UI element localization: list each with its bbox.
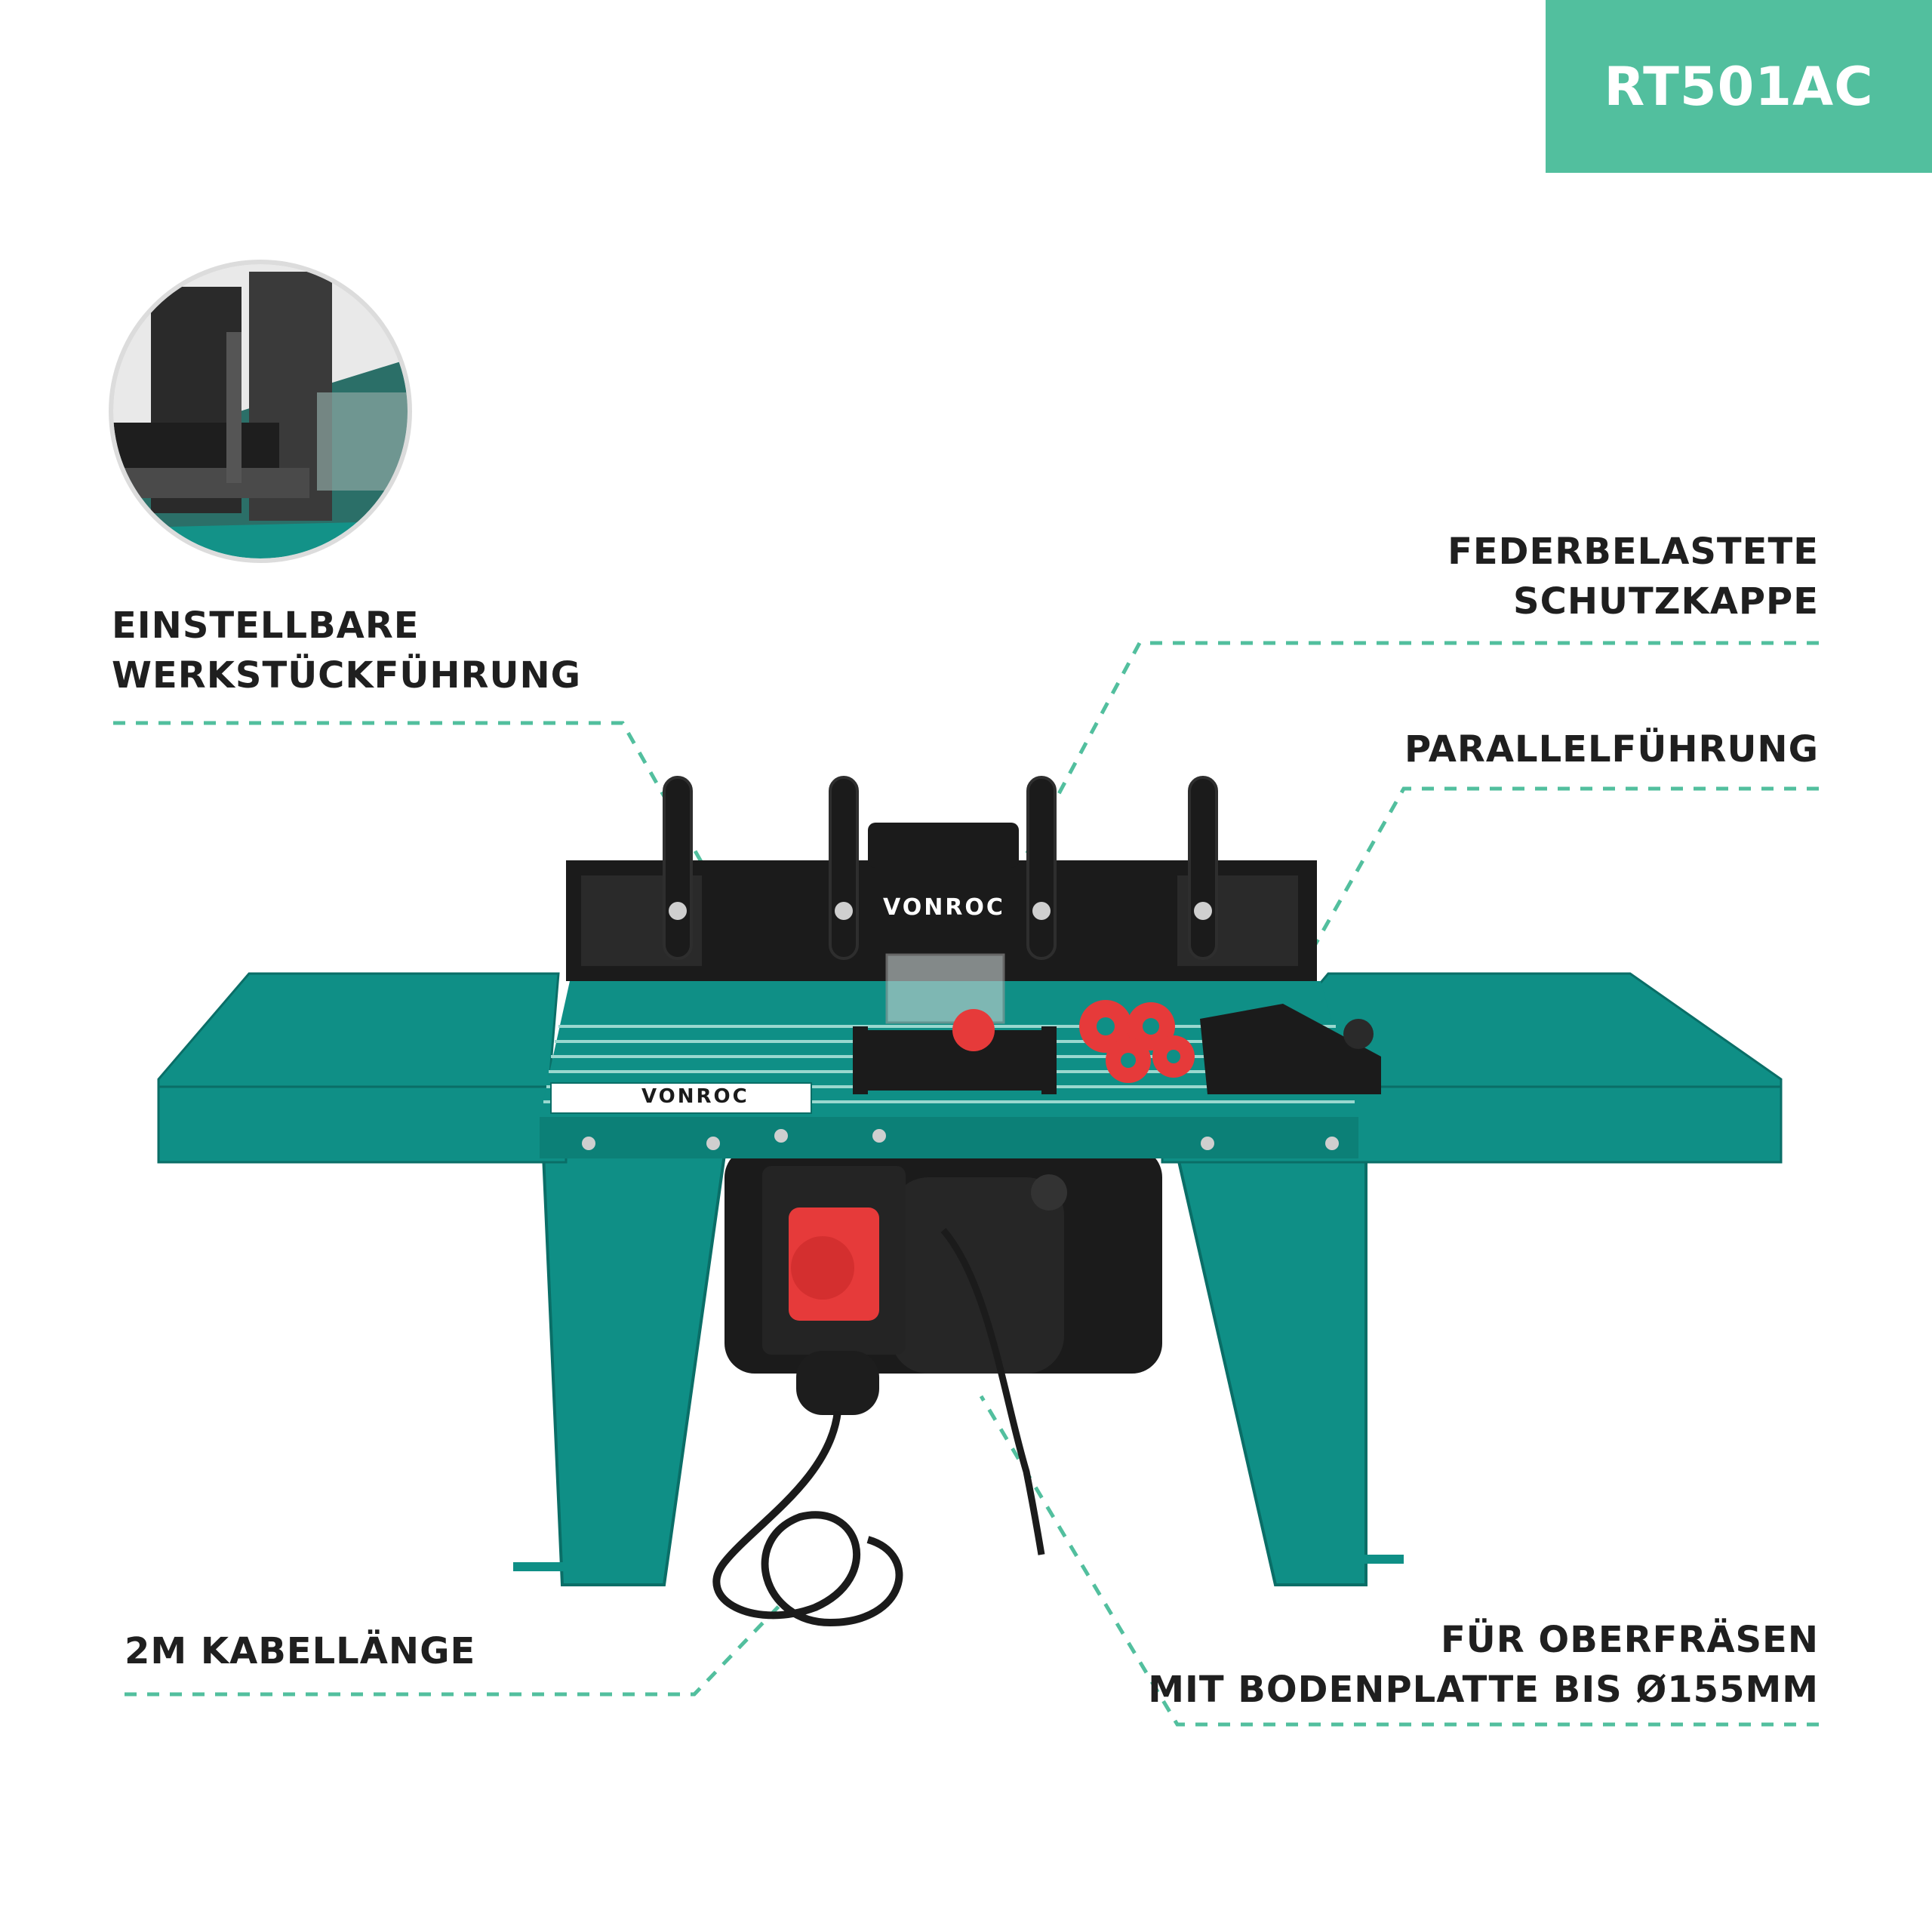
callout-guard-line2: SCHUTZKAPPE [1513, 580, 1819, 623]
callout-router: FÜR OBERFRÄSEN MIT BODENPLATTE BIS Ø155M… [1148, 1615, 1819, 1715]
callout-work-guide: EINSTELLBARE WERKSTÜCKFÜHRUNG [112, 601, 581, 700]
leader-router [979, 1395, 1819, 1727]
callout-work-guide-line2: WERKSTÜCKFÜHRUNG [112, 654, 582, 697]
arrow-plate [550, 1082, 812, 1114]
callout-router-line1: FÜR OBERFRÄSEN [1440, 1619, 1819, 1661]
power-cable [712, 1411, 903, 1627]
zoom-detail-circle [109, 260, 412, 563]
leader-work-guide [113, 721, 780, 998]
callout-fence: PARALLELFÜHRUNG [1404, 724, 1819, 774]
model-badge: RT501AC [1546, 0, 1932, 173]
callout-cable-line1: 2M KABELLÄNGE [125, 1630, 476, 1672]
router-table-illustration [157, 776, 1783, 1627]
callout-guard: FEDERBELASTETE SCHUTZKAPPE [1447, 527, 1819, 626]
callout-cable: 2M KABELLÄNGE [125, 1626, 475, 1676]
left-leg [541, 1153, 727, 1586]
leader-cable [125, 1598, 786, 1697]
miter-gauge [1200, 1004, 1381, 1094]
callout-work-guide-line1: EINSTELLBARE [112, 605, 420, 647]
switch-icon [791, 1236, 854, 1300]
callout-router-line2: MIT BODENPLATTE BIS Ø155MM [1148, 1669, 1819, 1711]
right-leg [1175, 1153, 1367, 1586]
brand-logo-plate: VONROC [641, 1085, 749, 1108]
leader-fence [1243, 786, 1819, 1069]
spring-guard [885, 953, 1005, 1024]
callout-guard-line1: FEDERBELASTETE [1447, 531, 1819, 573]
brand-logo-fence: VONROC [883, 894, 1005, 921]
callout-fence-line1: PARALLELFÜHRUNG [1404, 728, 1819, 771]
